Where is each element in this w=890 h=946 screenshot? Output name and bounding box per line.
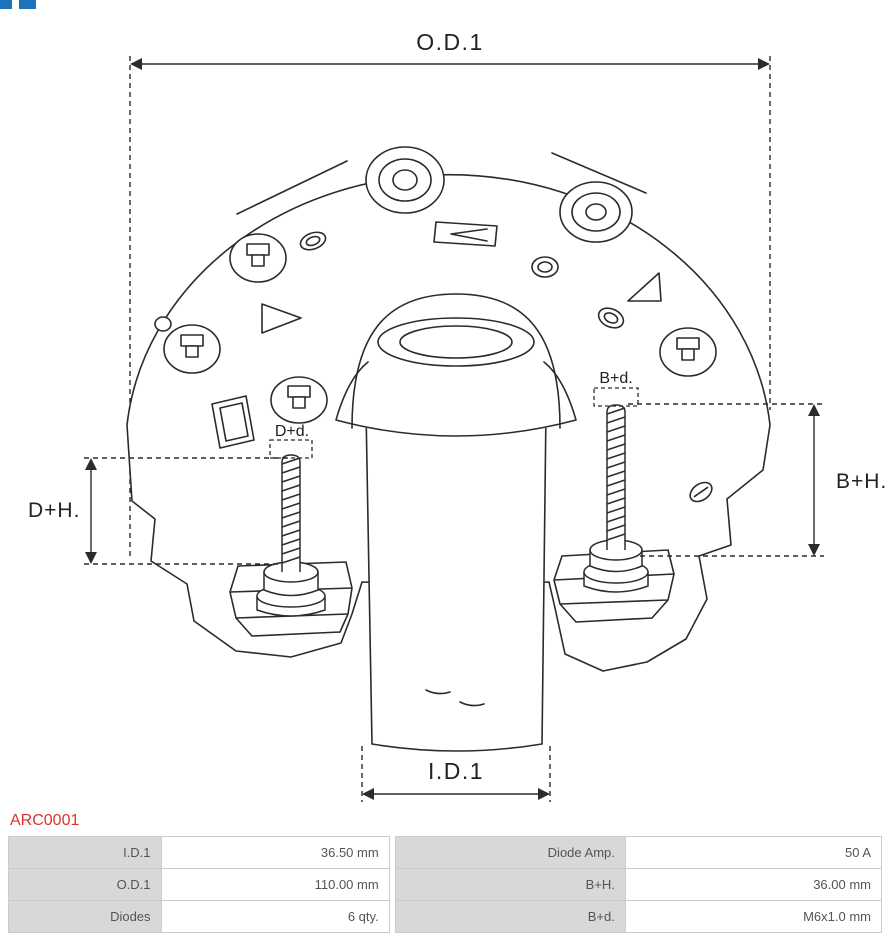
- bplus-stud: [606, 404, 626, 550]
- hole-slot: [689, 481, 713, 503]
- terminal-screw: [229, 233, 287, 283]
- terminal-screw: [163, 324, 221, 374]
- as-logo-fragment: [0, 0, 36, 9]
- spec-value: 6 qty.: [160, 900, 390, 933]
- bd-label: B+d.: [599, 370, 632, 387]
- spec-label: Diodes: [8, 900, 162, 933]
- collar-dome: [351, 293, 561, 429]
- terminal-screw: [659, 327, 717, 377]
- spec-table-left: I.D.1 36.50 mm O.D.1 110.00 mm Diodes 6 …: [8, 836, 390, 933]
- hole-small: [154, 316, 172, 332]
- dd-annotation: [269, 439, 313, 459]
- spec-value: 110.00 mm: [160, 868, 390, 901]
- hole-slot: [531, 256, 559, 278]
- spec-tables: I.D.1 36.50 mm O.D.1 110.00 mm Diodes 6 …: [8, 836, 883, 933]
- bplus-bolt: [583, 404, 649, 593]
- table-row: B+d. M6x1.0 mm: [394, 900, 883, 933]
- terminal-screw: [270, 376, 328, 424]
- spec-value: 36.00 mm: [624, 868, 883, 901]
- tube-marks: [425, 689, 485, 707]
- bh-label: B+H.: [836, 470, 887, 493]
- table-row: Diode Amp. 50 A: [394, 836, 883, 869]
- rectifier-diagram: O.D.1: [28, 29, 887, 802]
- right-wedge: [627, 272, 662, 302]
- od1-dimension: [129, 56, 771, 560]
- table-row: O.D.1 110.00 mm: [8, 868, 390, 901]
- spec-label: Diode Amp.: [394, 836, 626, 869]
- table-row: B+H. 36.00 mm: [394, 868, 883, 901]
- bd-annotation: [593, 387, 639, 407]
- dh-dimension: [84, 457, 288, 565]
- collar-rim-inner: [399, 325, 513, 359]
- spec-label: B+d.: [394, 900, 626, 933]
- dplus-threads: [281, 457, 301, 564]
- table-row: I.D.1 36.50 mm: [8, 836, 390, 869]
- spec-value: 50 A: [624, 836, 883, 869]
- id1-dimension: [361, 746, 551, 802]
- bplus-threads: [606, 407, 626, 541]
- od1-label: O.D.1: [416, 29, 484, 55]
- left-wedge: [261, 303, 302, 334]
- table-row: Diodes 6 qty.: [8, 900, 390, 933]
- hole-slot: [299, 231, 327, 251]
- collar-rim: [377, 317, 535, 367]
- id1-label: I.D.1: [428, 758, 484, 784]
- spec-value: 36.50 mm: [160, 836, 390, 869]
- spec-label: B+H.: [394, 868, 626, 901]
- center-slot: [433, 221, 498, 247]
- hole-slot: [597, 307, 625, 329]
- collar-flare: [335, 361, 577, 437]
- tube: [365, 400, 547, 752]
- bh-dimension: [628, 403, 824, 557]
- part-number-link[interactable]: ARC0001: [10, 812, 80, 829]
- center-tube: [335, 293, 577, 752]
- dh-label: D+H.: [28, 499, 80, 522]
- plate-seam-right: [551, 152, 647, 194]
- dplus-bolt: [256, 454, 326, 617]
- grommet-left: [365, 146, 445, 214]
- spec-value: M6x1.0 mm: [624, 900, 883, 933]
- left-slot: [211, 395, 255, 449]
- dd-label: D+d.: [275, 423, 309, 440]
- logo-mark: [0, 0, 12, 9]
- spec-label: O.D.1: [8, 868, 162, 901]
- spec-table-right: Diode Amp. 50 A B+H. 36.00 mm B+d. M6x1.…: [394, 836, 883, 933]
- logo-mark: [19, 0, 36, 9]
- plate-seam-left: [236, 160, 348, 215]
- spec-label: I.D.1: [8, 836, 162, 869]
- grommet-right: [559, 181, 633, 243]
